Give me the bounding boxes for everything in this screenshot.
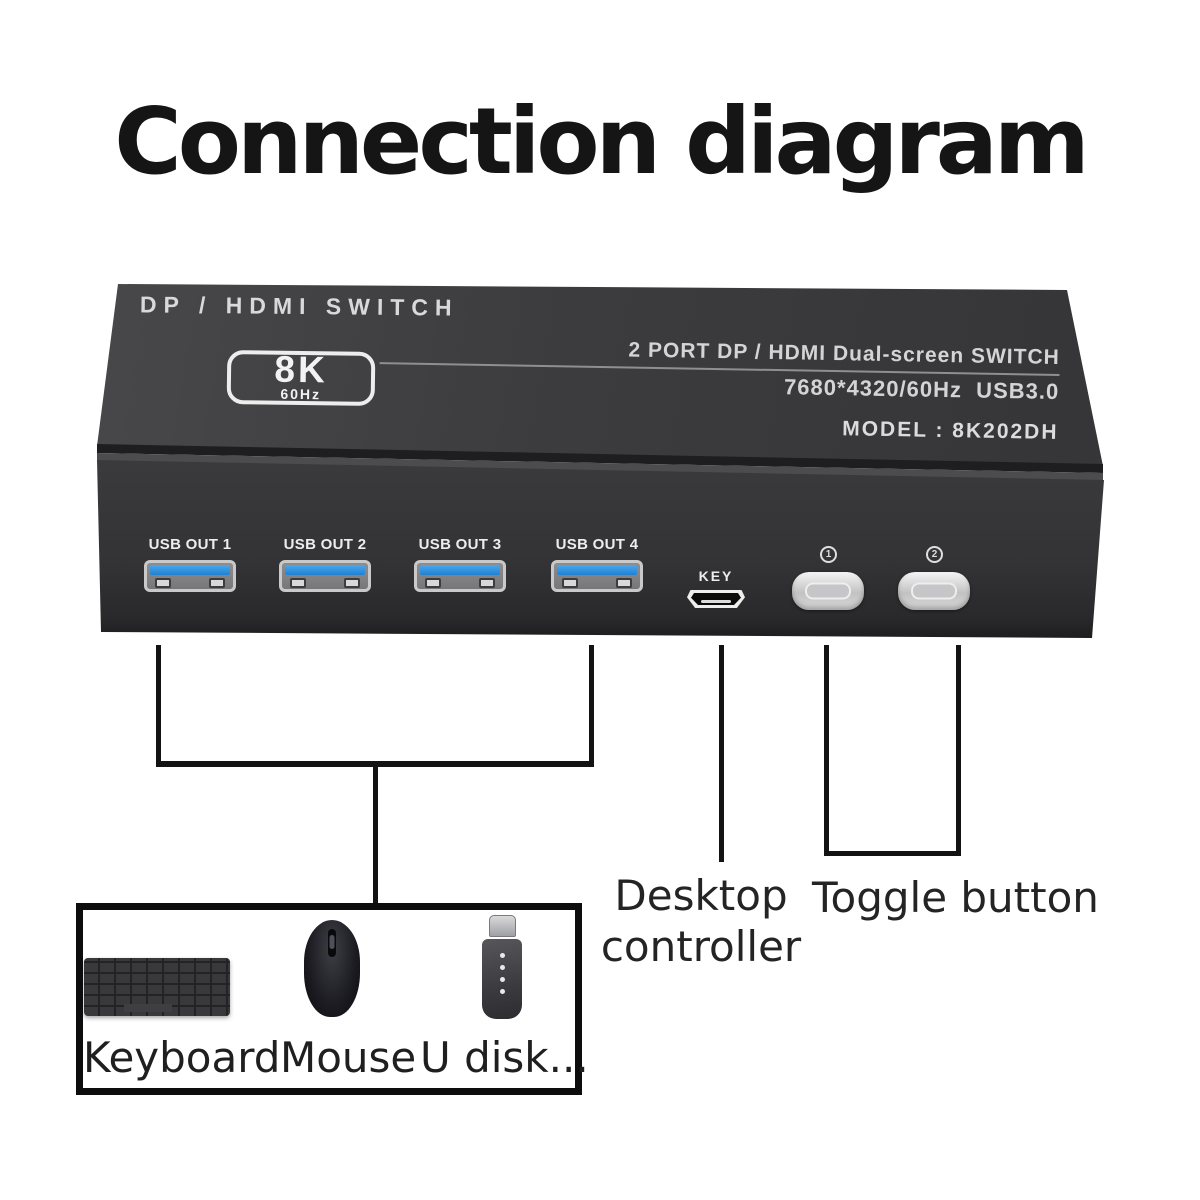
usb-port-tongue (420, 565, 500, 575)
usb-out-2-group: USB OUT 2 (275, 536, 375, 592)
usb-port-icon (279, 560, 371, 592)
page-title: Connection diagram (114, 88, 1090, 195)
usb-port-pins (155, 578, 225, 588)
peripheral-label-udisk: U disk... (420, 1033, 589, 1082)
device-top-label: DP / HDMI SWITCH (139, 291, 459, 321)
usb-port-icon (414, 560, 506, 592)
button-number-2: 2 (926, 546, 943, 563)
usb-flash-drive-tip (488, 915, 516, 937)
usb-out-2-label: USB OUT 2 (283, 536, 367, 553)
desktop-controller-line2: controller (600, 922, 802, 972)
mouse-icon (304, 920, 360, 1017)
connector-toggle-bracket (824, 851, 961, 856)
usb-out-4-group: USB OUT 4 (547, 536, 647, 592)
desktop-controller-label: Desktop controller (596, 870, 806, 972)
resolution-badge: 8K 60Hz (226, 348, 376, 407)
micro-usb-slot (701, 600, 731, 603)
device-spec-block: 2 PORT DP / HDMI Dual-screen SWITCH 7680… (378, 334, 1060, 445)
usb-flash-drive-body (482, 939, 522, 1019)
toggle-button-1-cap (805, 582, 851, 600)
usb-out-3-group: USB OUT 3 (410, 536, 510, 592)
toggle-button-2-cap (911, 582, 957, 600)
key-label: KEY (698, 568, 734, 584)
device-top-face (97, 284, 1103, 466)
usb-out-4-label: USB OUT 4 (555, 536, 639, 553)
peripheral-label-keyboard: Keyboard (83, 1033, 281, 1082)
connector-usb-bracket (156, 761, 594, 767)
usb-port-tongue (285, 565, 365, 575)
connector-usb-right-line (589, 645, 594, 766)
badge-60hz-text: 60Hz (280, 385, 322, 403)
toggle-button-1 (792, 572, 864, 610)
usb-flash-drive-icon (482, 915, 522, 1019)
usb-port-pins (425, 578, 495, 588)
peripheral-label-mouse: Mouse (280, 1033, 417, 1082)
usb-port-icon (144, 560, 236, 592)
usb-out-3-label: USB OUT 3 (418, 536, 502, 553)
usb-port-pins (562, 578, 632, 588)
kvm-switch-device: DP / HDMI SWITCH 8K 60Hz 2 PORT DP / HDM… (95, 282, 1107, 644)
usb-out-1-label: USB OUT 1 (148, 536, 232, 553)
connector-toggle-left-line (824, 645, 829, 856)
micro-usb-cavity (691, 593, 741, 605)
usb-port-pins (290, 578, 360, 588)
usb-port-tongue (150, 565, 230, 575)
usb-port-icon (551, 560, 643, 592)
connector-usb-left-line (156, 645, 161, 766)
toggle-button-2 (898, 572, 970, 610)
usb-out-1-group: USB OUT 1 (140, 536, 240, 592)
peripherals-box: Keyboard Mouse U disk... (76, 903, 589, 1095)
connector-usb-stem (373, 767, 378, 906)
desktop-controller-line1: Desktop (614, 871, 788, 920)
micro-usb-port-icon (687, 590, 745, 608)
toggle-button-label: Toggle button (812, 873, 1099, 922)
keyboard-icon (84, 958, 230, 1016)
badge-8k-text: 8K (274, 348, 329, 391)
usb-port-tongue (557, 565, 637, 575)
connector-key-line (719, 645, 724, 862)
connector-toggle-right-line (956, 645, 961, 856)
button-number-1: 1 (820, 546, 837, 563)
key-port-group: KEY (684, 568, 748, 608)
